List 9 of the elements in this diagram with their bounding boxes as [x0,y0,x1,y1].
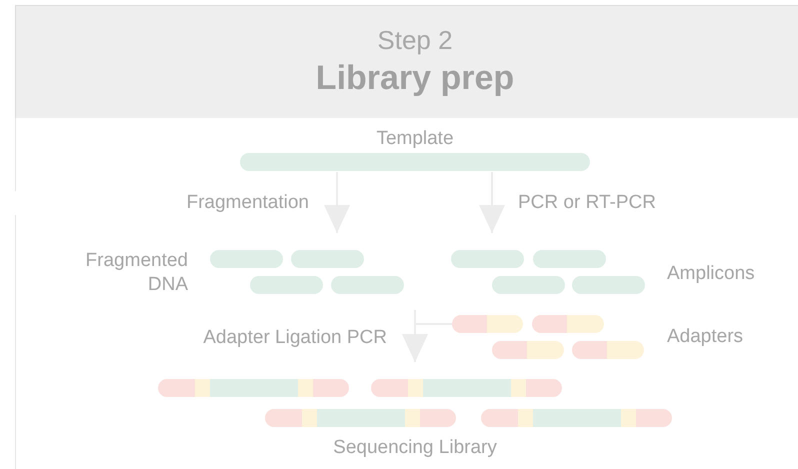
group-label: Fragmented DNA [84,249,188,297]
arrow [324,172,350,233]
group-label: Adapters [667,325,744,349]
diagram-title: Library prep [314,58,516,98]
step-label: Step 2 [376,24,454,56]
output-label: Sequencing Library [332,436,498,460]
node-label: Template [375,127,455,151]
arrow [479,172,505,233]
group-label: Amplicons [667,262,755,286]
